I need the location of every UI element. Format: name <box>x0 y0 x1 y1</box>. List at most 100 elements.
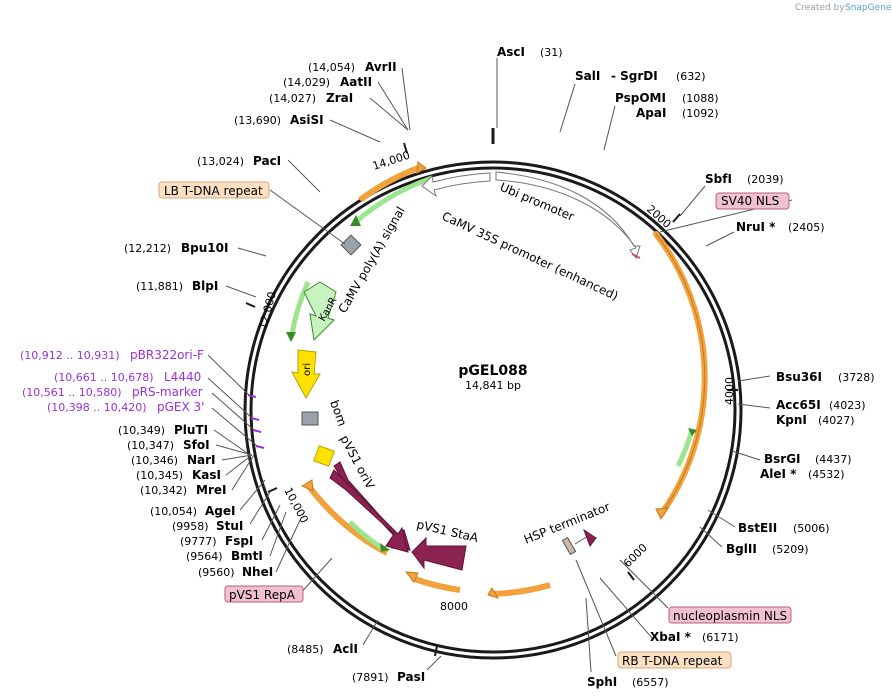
primer-pgex3-name[interactable]: pGEX 3' <box>157 400 204 414</box>
site-narI-pos: (10,346) <box>131 454 178 467</box>
primer-mark-l4440 <box>250 417 260 421</box>
site-bsrgI-name[interactable]: BsrGI <box>764 452 801 466</box>
site-bglii-name[interactable]: BglII <box>726 542 757 556</box>
site-pacI-name[interactable]: PacI <box>253 154 281 168</box>
primer-l4440-pos: (10,661 .. 10,678) <box>54 371 154 384</box>
pvs1-repa-box[interactable] <box>224 585 304 603</box>
tick-label-10000: 10,000 <box>281 485 311 525</box>
orf-arrow-bottom-2-head <box>404 571 419 583</box>
site-kpnI-name[interactable]: KpnI <box>776 413 807 427</box>
site-plutI-name[interactable]: PluTI <box>174 423 208 437</box>
site-plutI-pos: (10,349) <box>118 424 165 437</box>
site-kasI-name[interactable]: KasI <box>192 468 221 482</box>
nucleoplasmin-nls-label: nucleoplasmin NLS <box>673 609 787 623</box>
site-aatii-name[interactable]: AatII <box>340 75 372 89</box>
site-acc65I-name[interactable]: Acc65I <box>776 398 821 412</box>
site-pspomi-name[interactable]: PspOMI <box>615 91 666 105</box>
site-xbaI-pos: (6171) <box>702 631 739 644</box>
site-apaI-pos: (1092) <box>682 107 719 120</box>
site-fspI-name[interactable]: FspI <box>225 534 253 548</box>
primer-l4440-name[interactable]: L4440 <box>164 370 201 384</box>
site-bmtI-name[interactable]: BmtI <box>231 549 263 563</box>
site-nheI-pos: (9560) <box>198 566 235 579</box>
ori-arrow[interactable] <box>291 349 321 400</box>
bom-label: bom <box>327 398 349 428</box>
marker-arc-top-left[interactable] <box>356 175 433 222</box>
hsp-terminator-box[interactable] <box>561 536 577 556</box>
repa-arrow-head <box>300 479 314 492</box>
site-avrii-name[interactable]: AvrII <box>365 60 397 74</box>
site-salI-name[interactable]: SalI <box>575 69 600 83</box>
site-blpI-name[interactable]: BlpI <box>192 279 218 293</box>
tick-mark-2000 <box>672 213 681 223</box>
primer-pbr322ori-f-name[interactable]: pBR322ori-F <box>130 348 204 362</box>
site-ascI-pos: (31) <box>540 46 563 59</box>
rb-tdna-repeat-label: RB T-DNA repeat <box>622 654 723 668</box>
site-zraI-name[interactable]: ZraI <box>326 91 353 105</box>
marker-arrow-bottom-left-head <box>380 543 390 552</box>
orf-arc-right[interactable] <box>653 231 708 516</box>
site-ascI-name[interactable]: AscI <box>497 45 525 59</box>
tick-label-12000: 12,000 <box>256 290 279 331</box>
site-aclI-name[interactable]: AclI <box>333 642 358 656</box>
site-mreI-pos: (10,342) <box>140 484 187 497</box>
bom-box[interactable] <box>301 411 319 426</box>
site-nheI-name[interactable]: NheI <box>242 565 273 579</box>
site-fspI-pos: (9777) <box>180 535 217 548</box>
site-mreI-name[interactable]: MreI <box>196 483 226 497</box>
tick-mark-6000 <box>627 571 635 581</box>
site-stuI-name[interactable]: StuI <box>216 519 243 533</box>
orf-arrow-bottom-head <box>487 587 500 599</box>
site-apaI-name[interactable]: ApaI <box>636 106 666 120</box>
tick-mark-8000 <box>434 645 438 657</box>
site-acc65I-pos: (4023) <box>829 399 866 412</box>
site-bglii-pos: (5209) <box>772 543 809 556</box>
marker-arrow-top-left-head <box>350 215 361 226</box>
site-aleI-name[interactable]: AleI * <box>760 467 797 481</box>
site-bpu10I-name[interactable]: Bpu10I <box>181 241 228 255</box>
site-nruI-name[interactable]: NruI * <box>736 220 776 234</box>
orf-arc-bottom[interactable] <box>492 582 551 597</box>
pvs1-repa-label: pVS1 RepA <box>229 588 296 602</box>
nucleoplasmin-nls-box[interactable] <box>668 606 792 624</box>
primer-mark-pgex3 <box>255 445 265 449</box>
camv-polya-box[interactable] <box>340 234 362 256</box>
sv40-nls-box[interactable] <box>715 192 790 210</box>
site-xbaI-name[interactable]: XbaI * <box>650 630 692 644</box>
site-sgrdi-name[interactable]: - SgrDI <box>611 69 658 83</box>
pvs1-oriv-box[interactable] <box>313 445 335 467</box>
site-bsu36I-name[interactable]: Bsu36I <box>776 370 822 384</box>
rb-tdna-repeat-box[interactable] <box>617 651 732 669</box>
plasmid-size: 14,841 bp <box>465 379 521 392</box>
orf-arc-bottom-2[interactable] <box>410 575 461 593</box>
primer-prs-marker-name[interactable]: pRS-marker <box>132 385 203 399</box>
site-sfoI-name[interactable]: SfoI <box>183 438 210 452</box>
site-kpnI-pos: (4027) <box>818 414 855 427</box>
kanr-arrow[interactable] <box>303 281 337 342</box>
site-bsteii-name[interactable]: BstEII <box>738 521 777 535</box>
backbone-inner-ring <box>249 166 737 654</box>
site-kasI-pos: (10,345) <box>136 469 183 482</box>
site-aatii-pos: (14,029) <box>283 76 330 89</box>
site-ageI-name[interactable]: AgeI <box>205 504 235 518</box>
tick-mark-14000 <box>403 142 408 154</box>
orf-arc-top-left[interactable] <box>358 165 420 203</box>
marker-arc-left[interactable] <box>289 280 311 335</box>
pvs1-oriv-arrow-body <box>329 469 409 553</box>
ubi-promoter-arrow[interactable] <box>495 171 641 260</box>
site-narI-name[interactable]: NarI <box>187 453 216 467</box>
pvs1-staa-arrow[interactable] <box>411 536 467 571</box>
camv-polya-label: CaMV poly(A) signal <box>335 204 407 315</box>
site-sphI-name[interactable]: SphI <box>587 675 617 689</box>
site-sbfI-name[interactable]: SbfI <box>705 172 732 186</box>
site-nruI-pos: (2405) <box>788 221 825 234</box>
backbone-outer-ring <box>243 160 743 660</box>
site-asisI-name[interactable]: AsiSI <box>290 113 324 127</box>
camv-35s-promoter-arrow[interactable] <box>421 172 491 198</box>
site-stuI-pos: (9958) <box>172 520 209 533</box>
lb-tdna-repeat-box[interactable] <box>158 181 270 199</box>
site-pasI-name[interactable]: PasI <box>397 670 425 684</box>
site-pasI-pos: (7891) <box>352 671 389 684</box>
credit-prefix: Created by <box>795 3 845 13</box>
